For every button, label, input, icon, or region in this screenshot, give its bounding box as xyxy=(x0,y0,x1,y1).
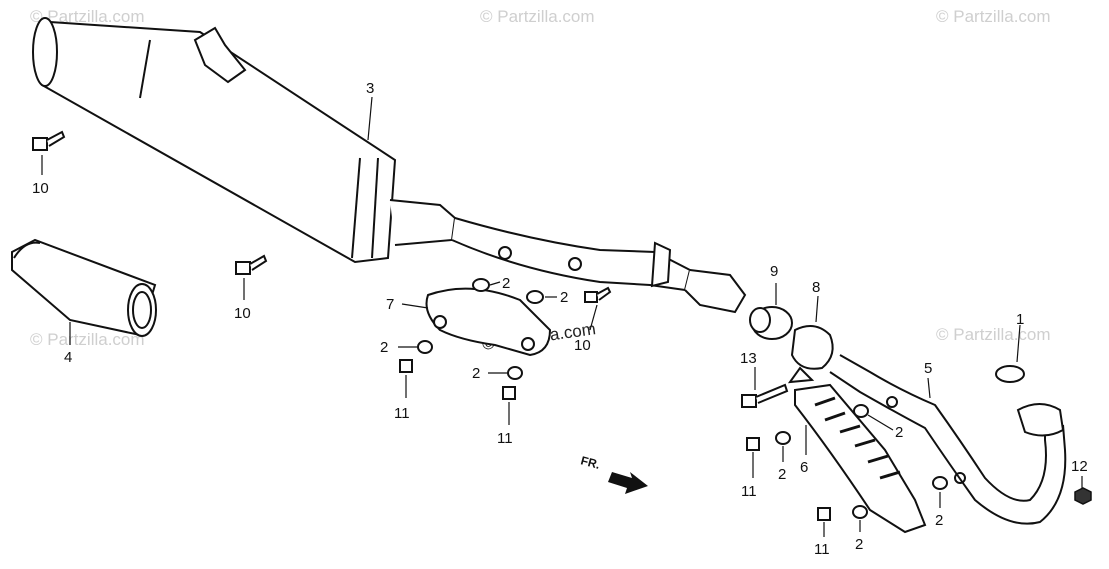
callout-11-b: 11 xyxy=(497,430,513,447)
bolt-part-13 xyxy=(741,383,789,408)
protector-part xyxy=(794,383,927,534)
front-label: FR. xyxy=(579,453,601,472)
gasket-part xyxy=(995,365,1025,383)
exhaust-pipe-part xyxy=(829,354,1067,525)
muffler-part xyxy=(32,17,747,314)
callout-11-c: 11 xyxy=(741,483,757,500)
bolt-part-10c xyxy=(584,286,612,303)
nut-part-12 xyxy=(1074,487,1092,505)
collar-part xyxy=(749,306,793,340)
callout-5: 5 xyxy=(924,360,932,377)
callout-10-a: 10 xyxy=(32,180,49,197)
callout-4: 4 xyxy=(64,349,72,366)
callout-1: 1 xyxy=(1016,311,1024,328)
callout-11-d: 11 xyxy=(814,541,830,558)
watermark-top-right: © Partzilla.com xyxy=(936,7,1051,26)
callout-10-c: 10 xyxy=(574,337,591,354)
callout-2-b: 2 xyxy=(560,289,568,306)
callout-11-a: 11 xyxy=(394,405,410,422)
callout-6: 6 xyxy=(800,459,808,476)
watermark-left: © Partzilla.com xyxy=(30,330,145,349)
callout-2-c: 2 xyxy=(380,339,388,356)
watermark-right: © Partzilla.com xyxy=(936,325,1051,344)
watermark-top-left: © Partzilla.com xyxy=(30,7,145,26)
callout-2-d: 2 xyxy=(472,365,480,382)
leader-lines xyxy=(41,96,1083,537)
callout-3: 3 xyxy=(366,80,374,97)
callout-9: 9 xyxy=(770,263,778,280)
bolt-part-10b xyxy=(235,254,268,275)
watermark-top-center: © Partzilla.com xyxy=(480,7,595,26)
front-arrow-icon xyxy=(608,472,648,494)
callout-2-a: 2 xyxy=(502,275,510,292)
front-direction-indicator: FR. xyxy=(579,453,648,494)
callout-2-e: 2 xyxy=(895,424,903,441)
callout-12: 12 xyxy=(1071,458,1088,475)
callout-7: 7 xyxy=(386,296,394,313)
sleeve-part xyxy=(11,238,157,337)
washer-parts xyxy=(417,278,948,519)
clamp-part xyxy=(787,325,834,384)
bolt-part-10a xyxy=(32,130,66,151)
callout-8: 8 xyxy=(812,279,820,296)
callout-10-b: 10 xyxy=(234,305,251,322)
callout-2-f: 2 xyxy=(778,466,786,483)
callout-13: 13 xyxy=(740,350,757,367)
bolt-parts-11 xyxy=(399,359,831,521)
callout-2-g: 2 xyxy=(935,512,943,529)
callout-2-h: 2 xyxy=(855,536,863,553)
